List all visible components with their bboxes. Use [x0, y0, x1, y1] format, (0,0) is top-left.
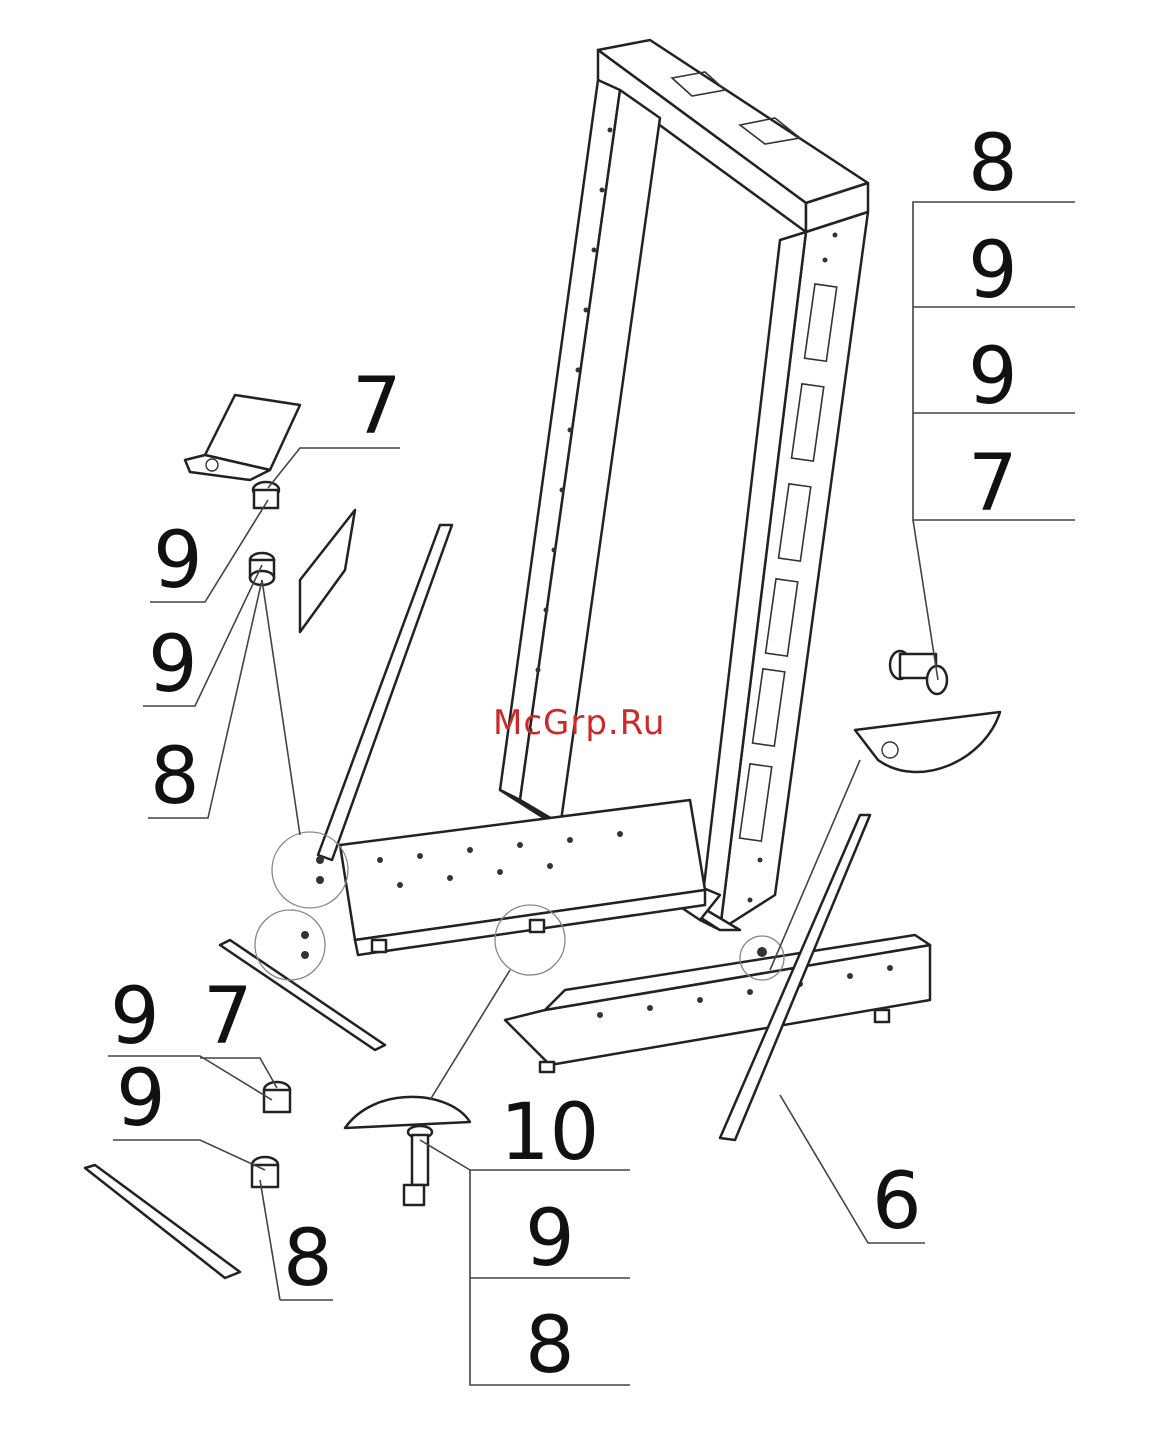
- callout-upper-left-8: 8: [150, 738, 200, 816]
- callout-right-9a: 9: [968, 232, 1018, 310]
- callout-bottom-10: 10: [500, 1094, 599, 1172]
- half-disk-right: [855, 712, 1000, 772]
- angle-strip-bottom-left: [85, 1165, 240, 1278]
- callout-upper-left-7: 7: [352, 368, 402, 446]
- bracket-top-left: [185, 395, 300, 480]
- fastener-group-right: [890, 651, 947, 694]
- callout-right-8: 8: [968, 125, 1018, 203]
- plate-left: [300, 510, 355, 632]
- callout-bottom-8: 8: [525, 1307, 575, 1385]
- half-disk-bottom: [345, 1097, 470, 1128]
- right-base-rail: [505, 935, 930, 1072]
- callout-upper-left-9a: 9: [153, 522, 203, 600]
- leveling-foot: [404, 1126, 432, 1205]
- left-base-rail: [340, 800, 705, 955]
- callout-right-7: 7: [968, 445, 1018, 523]
- watermark: McGrp.Ru: [493, 703, 665, 743]
- rack-frame: [500, 40, 868, 930]
- fastener-group-top-left: [250, 482, 279, 585]
- callout-right-9b: 9: [968, 338, 1018, 416]
- callout-bottom-9: 9: [525, 1200, 575, 1278]
- callout-lower-left-9a: 9: [110, 978, 160, 1056]
- callout-lower-left-7: 7: [203, 978, 253, 1056]
- callout-lower-left-8: 8: [283, 1220, 333, 1298]
- callout-upper-left-9b: 9: [148, 626, 198, 704]
- fastener-group-lower-left: [252, 1082, 290, 1187]
- callout-lower-left-9b: 9: [116, 1060, 166, 1138]
- callout-right-6: 6: [872, 1163, 922, 1241]
